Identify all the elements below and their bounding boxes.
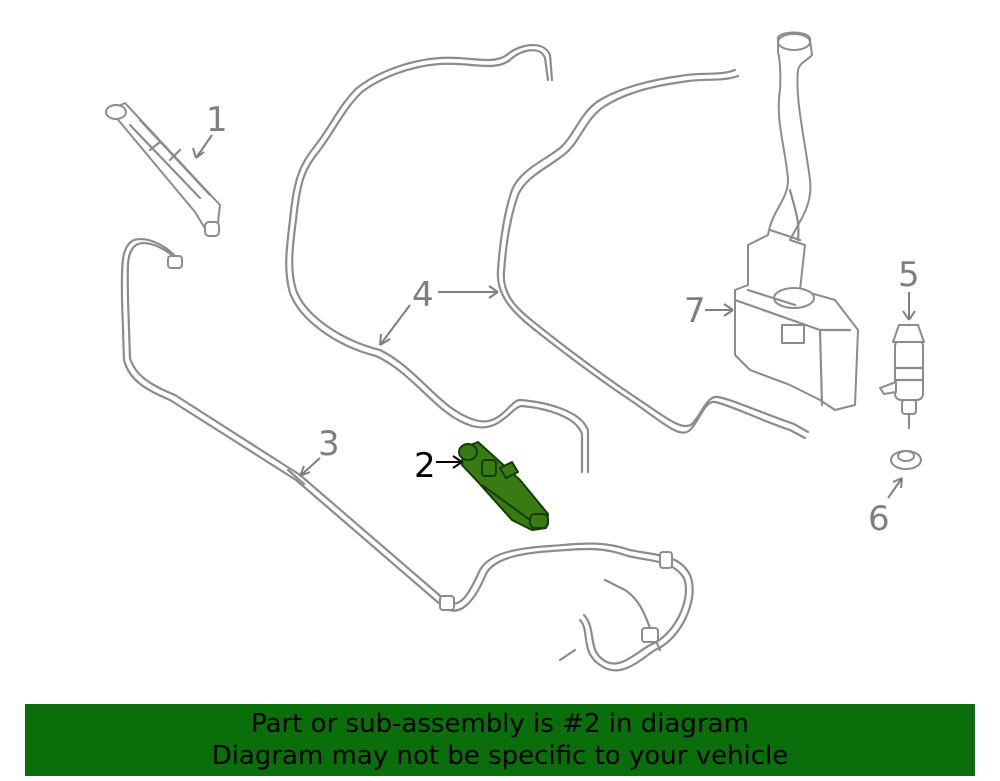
banner-line-2: Diagram may not be specific to your vehi… <box>211 741 789 771</box>
callout-3: 3 <box>318 424 340 464</box>
part-3-hose <box>120 238 694 672</box>
banner-line-1: Part or sub-assembly is #2 in diagram <box>251 709 749 739</box>
part-1-washer-nozzle <box>105 102 221 237</box>
callout-1: 1 <box>206 100 228 140</box>
part-4-hoses <box>285 44 810 474</box>
part-7-reservoir <box>733 31 859 411</box>
parts-diagram: 1 2 3 4 5 6 7 <box>105 31 925 672</box>
part-2-highlighted-nozzle <box>458 441 549 531</box>
info-banner: Part or sub-assembly is #2 in diagram Di… <box>25 704 975 776</box>
callout-6: 6 <box>868 499 890 539</box>
part-6-grommet <box>890 450 922 470</box>
callout-4: 4 <box>412 275 434 315</box>
part-5-pump <box>879 324 925 430</box>
callout-7: 7 <box>684 291 706 331</box>
callout-5: 5 <box>898 255 920 295</box>
callout-2: 2 <box>414 446 436 486</box>
leader-lines <box>192 134 916 499</box>
